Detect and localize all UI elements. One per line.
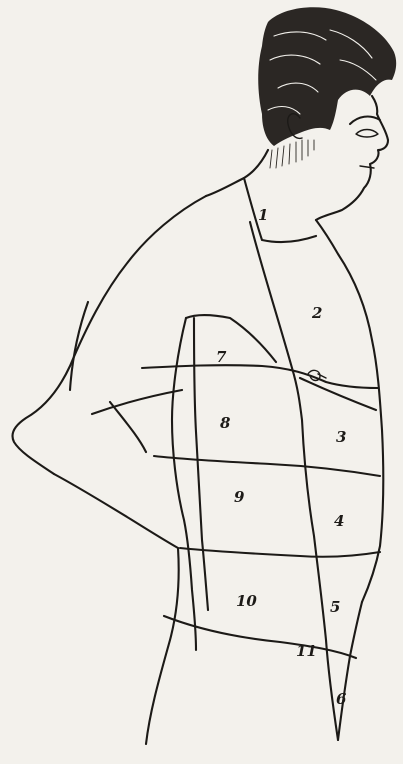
- label-region-1: 1: [258, 206, 268, 224]
- label-region-10: 10: [236, 592, 257, 610]
- region-labels: 1 2 3 4 5 6 7 8 9 10 11: [216, 206, 347, 708]
- hair: [258, 7, 396, 146]
- label-region-8: 8: [220, 414, 231, 432]
- label-region-5: 5: [330, 598, 340, 616]
- label-region-6: 6: [336, 690, 347, 708]
- label-region-9: 9: [234, 488, 245, 506]
- label-region-3: 3: [336, 428, 346, 446]
- label-region-11: 11: [296, 642, 317, 660]
- neck-shading: [270, 140, 314, 168]
- eyebrow: [350, 117, 380, 124]
- mouth: [360, 166, 374, 168]
- label-region-2: 2: [311, 304, 322, 322]
- eye: [356, 130, 378, 138]
- head: [258, 7, 396, 220]
- region-boundaries: [92, 178, 380, 740]
- label-region-7: 7: [216, 348, 227, 366]
- label-region-4: 4: [334, 512, 344, 530]
